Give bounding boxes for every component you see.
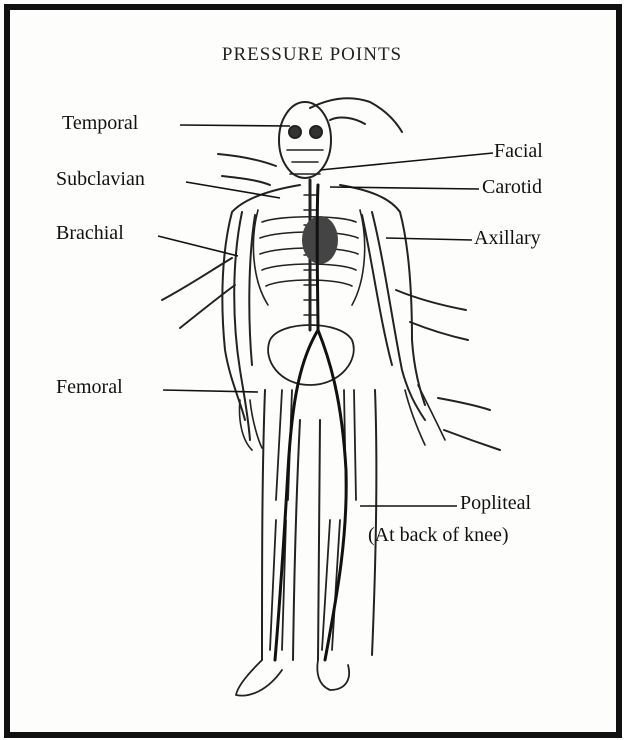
- left-hand: [240, 400, 263, 450]
- right-arm: [362, 212, 425, 420]
- label-subclavian: Subclavian: [56, 168, 145, 191]
- heart: [302, 216, 338, 264]
- leader-carotid: [330, 187, 479, 189]
- leader-facial: [320, 153, 493, 170]
- diagram-title: PRESSURE POINTS: [0, 44, 624, 66]
- left-foot: [236, 660, 282, 696]
- label-temporal: Temporal: [62, 112, 138, 135]
- label-popliteal: Popliteal: [460, 492, 531, 515]
- label-brachial: Brachial: [56, 222, 124, 245]
- leader-axillary: [386, 238, 472, 240]
- label-femoral: Femoral: [56, 376, 123, 399]
- label-facial: Facial: [494, 140, 543, 163]
- hand-facial: [218, 154, 276, 185]
- hand-wrist: [438, 398, 500, 450]
- skull: [279, 102, 331, 178]
- label-axillary: Axillary: [474, 227, 541, 250]
- label-carotid: Carotid: [482, 176, 542, 199]
- hand-axillary: [396, 290, 468, 340]
- left-arm: [234, 212, 255, 440]
- pelvis: [268, 325, 354, 385]
- label-popliteal-note: (At back of knee): [368, 524, 509, 547]
- right-foot: [317, 660, 349, 690]
- leader-temporal: [180, 125, 290, 126]
